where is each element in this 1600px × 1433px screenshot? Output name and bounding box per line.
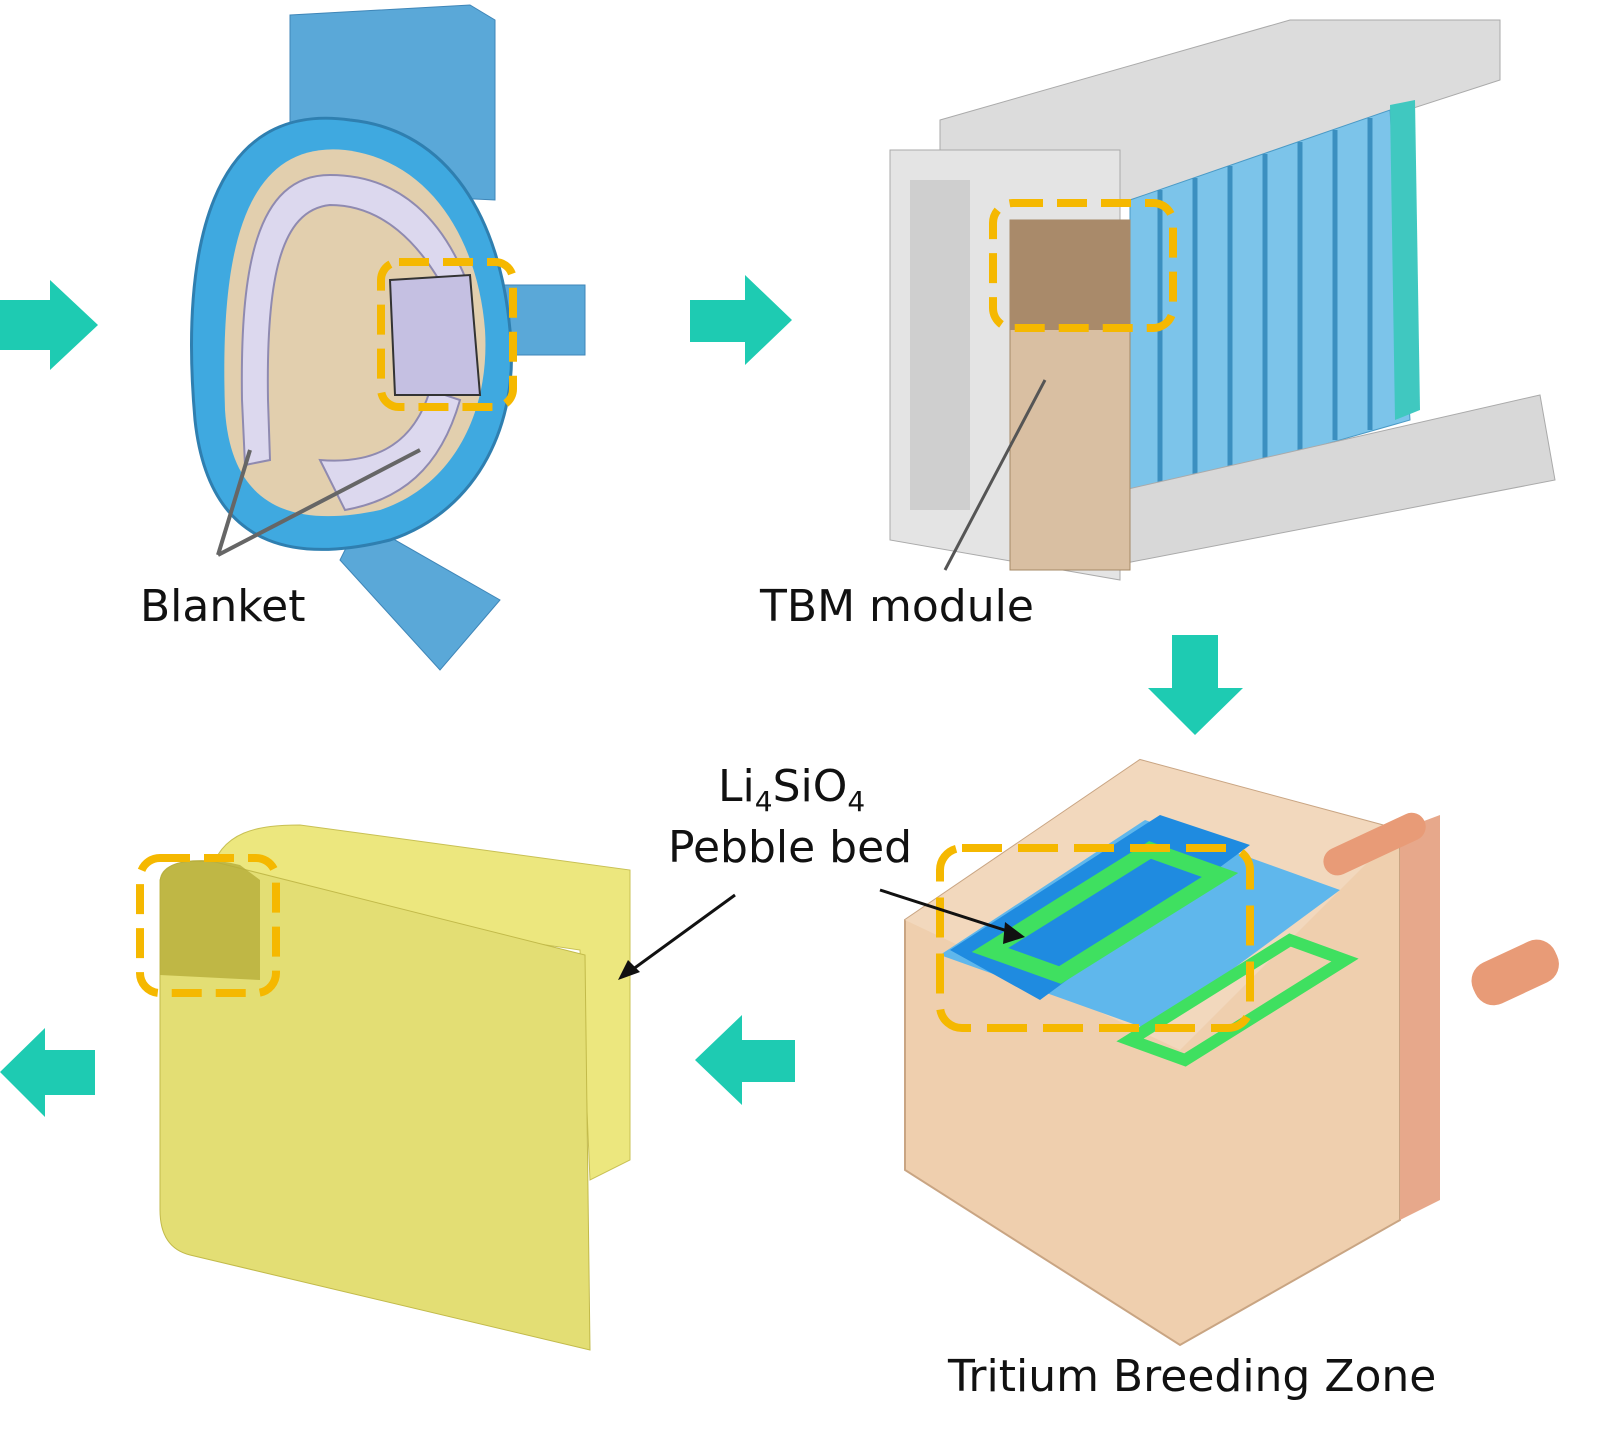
breeding-zone-illustration — [879, 758, 1559, 1347]
blanket-label: Blanket — [140, 581, 306, 632]
blanket-illustration — [190, 4, 586, 671]
tritium-breeding-zone-label: Tritium Breeding Zone — [948, 1351, 1437, 1402]
arrow-right-icon — [0, 280, 98, 370]
tbm-module-label: TBM module — [760, 581, 1034, 632]
arrow-right-icon — [690, 275, 792, 365]
pebble-bed-formula-label: Li4SiO4 — [718, 765, 865, 816]
formula-o-subscript: 4 — [847, 785, 866, 818]
arrow-left-icon — [695, 1015, 795, 1105]
arrow-down-icon — [1148, 635, 1243, 735]
pebble-bed-label: Pebble bed — [668, 822, 913, 873]
formula-sio: SiO — [772, 761, 848, 812]
arrow-left-icon — [0, 1028, 95, 1117]
tbm-module-illustration — [889, 19, 1556, 581]
pebble-bed-illustration — [136, 824, 736, 1351]
formula-li: Li — [718, 761, 755, 812]
formula-li-subscript: 4 — [754, 785, 773, 818]
